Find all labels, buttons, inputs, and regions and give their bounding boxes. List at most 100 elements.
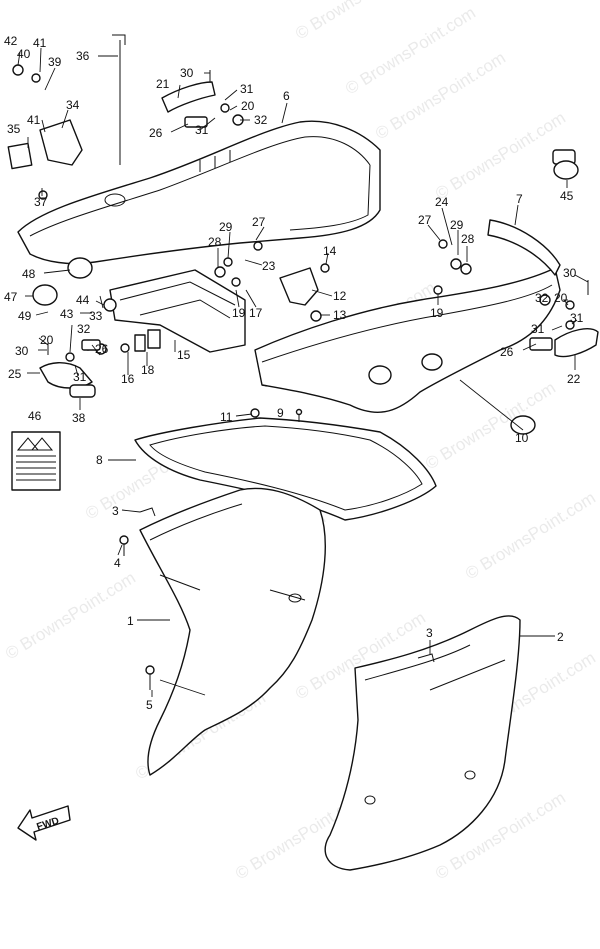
callout-17: 17 [249, 306, 263, 320]
part-21-handle [161, 81, 216, 113]
callout-31: 31 [531, 322, 545, 336]
callout-6: 6 [283, 89, 290, 103]
callout-31: 31 [570, 311, 584, 325]
callout-3: 3 [112, 504, 119, 518]
part-5-screw [145, 665, 155, 690]
callout-24: 24 [435, 195, 449, 209]
callout-30: 30 [180, 66, 194, 80]
callout-1: 1 [127, 614, 134, 628]
callout-5: 5 [146, 698, 153, 712]
callout-28: 28 [461, 232, 475, 246]
callout-19: 19 [430, 306, 444, 320]
callout-41: 41 [33, 36, 47, 50]
callout-3: 3 [426, 626, 433, 640]
watermark: © BrownsPoint.com [2, 568, 139, 663]
watermark: © BrownsPoint.com [292, 0, 429, 43]
callout-35: 35 [7, 122, 21, 136]
callout-44: 44 [76, 293, 90, 307]
callout-32: 32 [77, 322, 91, 336]
callout-30: 30 [15, 344, 29, 358]
callout-9: 9 [277, 406, 284, 420]
callout-labels: 42 41 40 39 36 30 21 31 6 20 32 26 31 41… [4, 34, 584, 712]
callout-13: 13 [333, 308, 347, 322]
part-1-lower-cover-port [139, 487, 326, 776]
callout-27: 27 [252, 215, 266, 229]
callout-39: 39 [48, 55, 62, 69]
callout-20: 20 [40, 333, 54, 347]
small-hardware [12, 64, 589, 362]
part-25-handle [39, 362, 93, 389]
part-2-lower-cover-starboard [324, 615, 521, 871]
callout-41: 41 [27, 113, 41, 127]
callout-29: 29 [450, 218, 464, 232]
callout-7: 7 [516, 192, 523, 206]
callout-37: 37 [34, 195, 48, 209]
part-34-bracket [39, 119, 83, 166]
callout-20: 20 [554, 291, 568, 305]
callout-26: 26 [95, 342, 109, 356]
callout-38: 38 [72, 411, 86, 425]
callout-31: 31 [195, 123, 209, 137]
callout-33: 33 [89, 309, 103, 323]
part-15-bracket [109, 269, 246, 353]
callout-26: 26 [149, 126, 163, 140]
part-4-screw [119, 535, 129, 556]
grommet-hole [368, 365, 392, 385]
callout-22: 22 [567, 372, 581, 386]
callout-26: 26 [500, 345, 514, 359]
callout-23: 23 [262, 259, 276, 273]
callout-45: 45 [560, 189, 574, 203]
callout-31: 31 [240, 82, 254, 96]
callout-31: 31 [73, 370, 87, 384]
part-36-rod [112, 34, 126, 165]
part-7-rear-cowl-frame [254, 219, 561, 413]
part-22-handle [554, 328, 599, 358]
part-46-label [11, 431, 61, 491]
watermark: © BrownsPoint.com [422, 378, 559, 473]
callout-36: 36 [76, 49, 90, 63]
callout-8: 8 [96, 453, 103, 467]
part-6-front-cowl-frame [17, 120, 381, 265]
part-3-clip [417, 653, 435, 663]
callout-4: 4 [114, 556, 121, 570]
part-8-seal [134, 417, 437, 521]
callout-49: 49 [18, 309, 32, 323]
callout-25: 25 [8, 367, 22, 381]
callout-16: 16 [121, 372, 135, 386]
part-35-latch [7, 142, 33, 170]
callout-47: 47 [4, 290, 18, 304]
callout-20: 20 [241, 99, 255, 113]
callout-46: 46 [28, 409, 42, 423]
callout-2: 2 [557, 630, 564, 644]
callout-15: 15 [177, 348, 191, 362]
callout-32: 32 [535, 291, 549, 305]
callout-43: 43 [60, 307, 74, 321]
callout-40: 40 [17, 47, 31, 61]
callout-19: 19 [232, 306, 246, 320]
callout-18: 18 [141, 363, 155, 377]
part-12-bracket [279, 267, 319, 306]
callout-28: 28 [208, 235, 222, 249]
watermark: © BrownsPoint.com [462, 488, 599, 583]
callout-27: 27 [418, 213, 432, 227]
part-9-bolt [295, 408, 303, 422]
callout-21: 21 [156, 77, 170, 91]
leader-lines [17, 47, 589, 697]
part-10-plug [510, 415, 536, 435]
part-38-gasket [69, 384, 96, 398]
part-48-seal [67, 257, 93, 279]
part-47-grommet [32, 284, 58, 306]
part-45-plug [552, 149, 579, 180]
callout-12: 12 [333, 289, 347, 303]
callout-34: 34 [66, 98, 80, 112]
callout-29: 29 [219, 220, 233, 234]
fwd-arrow-icon: FWD [17, 805, 71, 841]
callout-14: 14 [323, 244, 337, 258]
watermark: © BrownsPoint.com [432, 108, 569, 203]
part-11-screw [250, 408, 260, 418]
callout-48: 48 [22, 267, 36, 281]
callout-30: 30 [563, 266, 577, 280]
callout-10: 10 [515, 431, 529, 445]
callout-42: 42 [4, 34, 18, 48]
callout-32: 32 [254, 113, 268, 127]
